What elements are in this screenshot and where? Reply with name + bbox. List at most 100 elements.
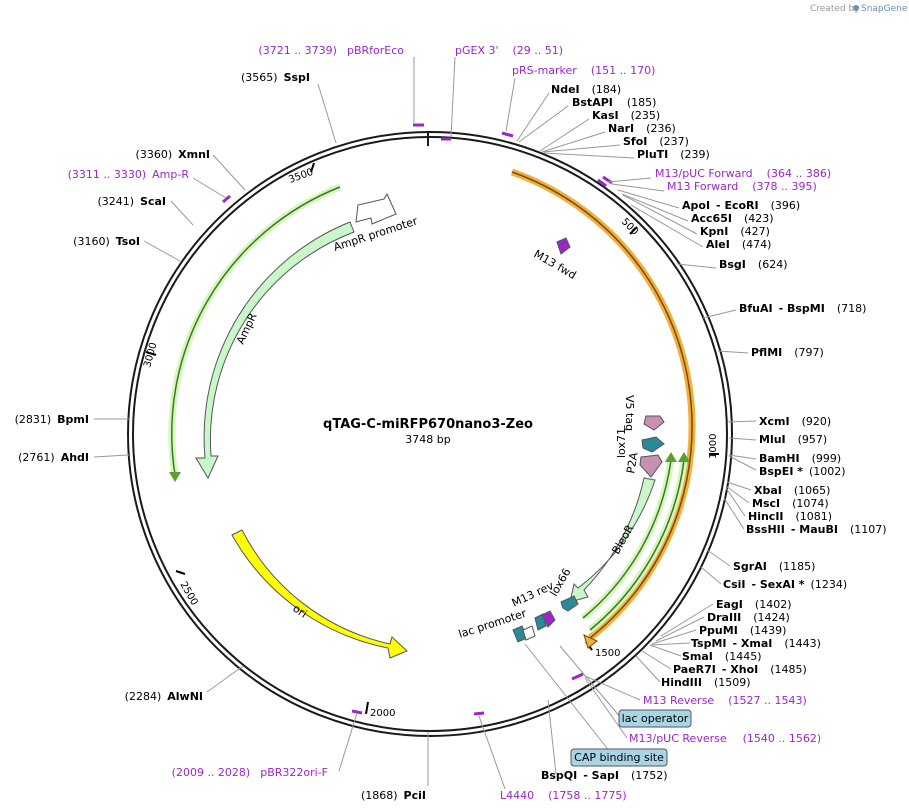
site-position: (1424) xyxy=(753,611,790,624)
site-xcmi: XcmI(920) xyxy=(759,415,831,428)
leader-line xyxy=(524,643,615,758)
site-name: PpuMI xyxy=(699,624,738,637)
leader-line xyxy=(717,350,749,354)
primer-range: (1758 .. 1775) xyxy=(548,789,627,802)
primer-name: pGEX 3' xyxy=(455,44,499,57)
site-pluti: PluTI(239) xyxy=(637,148,710,161)
site-ppumi: PpuMI (1439) xyxy=(699,624,786,637)
primer-range: (378 .. 395) xyxy=(752,180,817,193)
leader-line xyxy=(317,83,337,144)
site-name-2: - SexAI * xyxy=(751,578,804,591)
green-arrow-head-left xyxy=(169,472,181,482)
primer-amp-r: (3311 .. 3330)Amp-R xyxy=(68,168,190,181)
site-name: TsoI xyxy=(116,235,140,248)
leader-line xyxy=(622,194,698,235)
site-sfoi: SfoI (237) xyxy=(623,135,689,148)
green-arrow-head-1 xyxy=(665,452,677,462)
primer-range: (1527 .. 1543) xyxy=(728,694,807,707)
v5-tag-arrow xyxy=(643,415,665,431)
brand-name: SnapGene xyxy=(861,4,908,14)
site-name: CsiI xyxy=(723,578,745,591)
leader-line xyxy=(607,177,652,183)
site-position: (396) xyxy=(771,199,801,212)
site-position: (423) xyxy=(744,212,774,225)
green-feature-bar-left xyxy=(168,183,342,476)
primer-name: M13/pUC Forward xyxy=(655,167,753,180)
leader-line xyxy=(170,200,194,226)
leader-line xyxy=(547,699,557,775)
site-xmni: (3360)XmnI xyxy=(136,148,210,161)
site-nari: NarI(236) xyxy=(608,122,676,135)
brand-prefix: Created by xyxy=(810,4,860,14)
site-position: (184) xyxy=(592,83,622,96)
site-paer7i-xhoi: PaeR7I- XhoI(1485) xyxy=(673,663,807,676)
leader-line xyxy=(726,481,752,491)
primer-range: (3721 .. 3739) xyxy=(258,44,337,57)
leader-line xyxy=(725,487,746,517)
site-apoi-ecori: ApoI- EcoRI(396) xyxy=(682,199,800,212)
site-pflmi: PflMI (797) xyxy=(751,346,824,359)
leader-line xyxy=(702,309,737,319)
lac-promoter-arrow xyxy=(522,625,536,641)
site-position: (920) xyxy=(802,415,832,428)
primer-range: (2009 .. 2028) xyxy=(172,766,251,779)
site-name: BfuAI xyxy=(739,302,773,315)
site-position: (3360) xyxy=(136,148,173,161)
site-position: (1002) xyxy=(809,465,846,478)
site-position: (3241) xyxy=(97,195,134,208)
primer-m13-reverse: M13 Reverse(1527 .. 1543) xyxy=(643,694,807,707)
leader-line xyxy=(143,240,181,262)
site-position: (3565) xyxy=(241,71,278,84)
site-position: (1107) xyxy=(850,523,887,536)
site-name-2: - MauBI xyxy=(791,523,838,536)
leader-line xyxy=(728,454,757,460)
m13-rev-feature xyxy=(541,610,556,628)
site-name: PaeR7I xyxy=(673,663,716,676)
site-position: (797) xyxy=(794,346,824,359)
site-position: (1439) xyxy=(750,624,787,637)
leader-line xyxy=(706,549,731,567)
site-position: (1065) xyxy=(794,484,831,497)
site-position: (1074) xyxy=(792,497,829,510)
tick-mark xyxy=(629,226,638,235)
site-position: (957) xyxy=(798,433,828,446)
lac-operator-box xyxy=(618,709,692,728)
site-position: (1185) xyxy=(779,560,816,573)
v5-tag-label: V5 tag xyxy=(623,395,636,431)
primer-range: (29 .. 51) xyxy=(513,44,564,57)
site-position: (1752) xyxy=(631,769,668,782)
site-position: (1868) xyxy=(361,789,398,802)
leader-line xyxy=(611,183,665,192)
site-tsoi: (3160)TsoI xyxy=(73,235,140,248)
site-acc65i: Acc65I(423) xyxy=(691,212,774,225)
feature-ori: ori xyxy=(231,529,408,659)
leader-line xyxy=(516,92,550,142)
lox66-arrow xyxy=(560,595,579,612)
site-name: PflMI xyxy=(751,346,782,359)
site-name: SfoI xyxy=(623,135,647,148)
primer-pgex3: pGEX 3' (29 .. 51) xyxy=(455,44,563,57)
backbone xyxy=(127,131,733,737)
primer-name: pRS-marker xyxy=(512,64,577,77)
primer-prs-marker: pRS-marker(151 .. 170) xyxy=(512,64,655,77)
m13-fwd-label: M13 fwd xyxy=(532,247,579,282)
leader-line xyxy=(617,189,680,209)
leader-line xyxy=(206,665,244,693)
lox71-arrow xyxy=(641,436,665,453)
site-name: BsgI xyxy=(719,258,746,271)
leader-line xyxy=(655,616,705,642)
leader-line xyxy=(450,56,456,138)
tick-label-1000: 1000 xyxy=(708,434,719,459)
orange-arrow-head xyxy=(583,634,598,649)
site-ndei: NdeI(184) xyxy=(551,83,621,96)
site-position: (2761) xyxy=(18,451,55,464)
site-xbai: XbaI(1065) xyxy=(754,484,830,497)
site-position: (474) xyxy=(742,238,772,251)
primer-marker xyxy=(501,131,514,138)
site-position: (1509) xyxy=(714,676,751,689)
site-position: (2831) xyxy=(15,413,52,426)
primer-name: M13/pUC Reverse xyxy=(629,732,727,745)
lox71-label: lox71 xyxy=(615,428,628,458)
site-position: (237) xyxy=(659,135,689,148)
leader-line xyxy=(478,715,506,790)
